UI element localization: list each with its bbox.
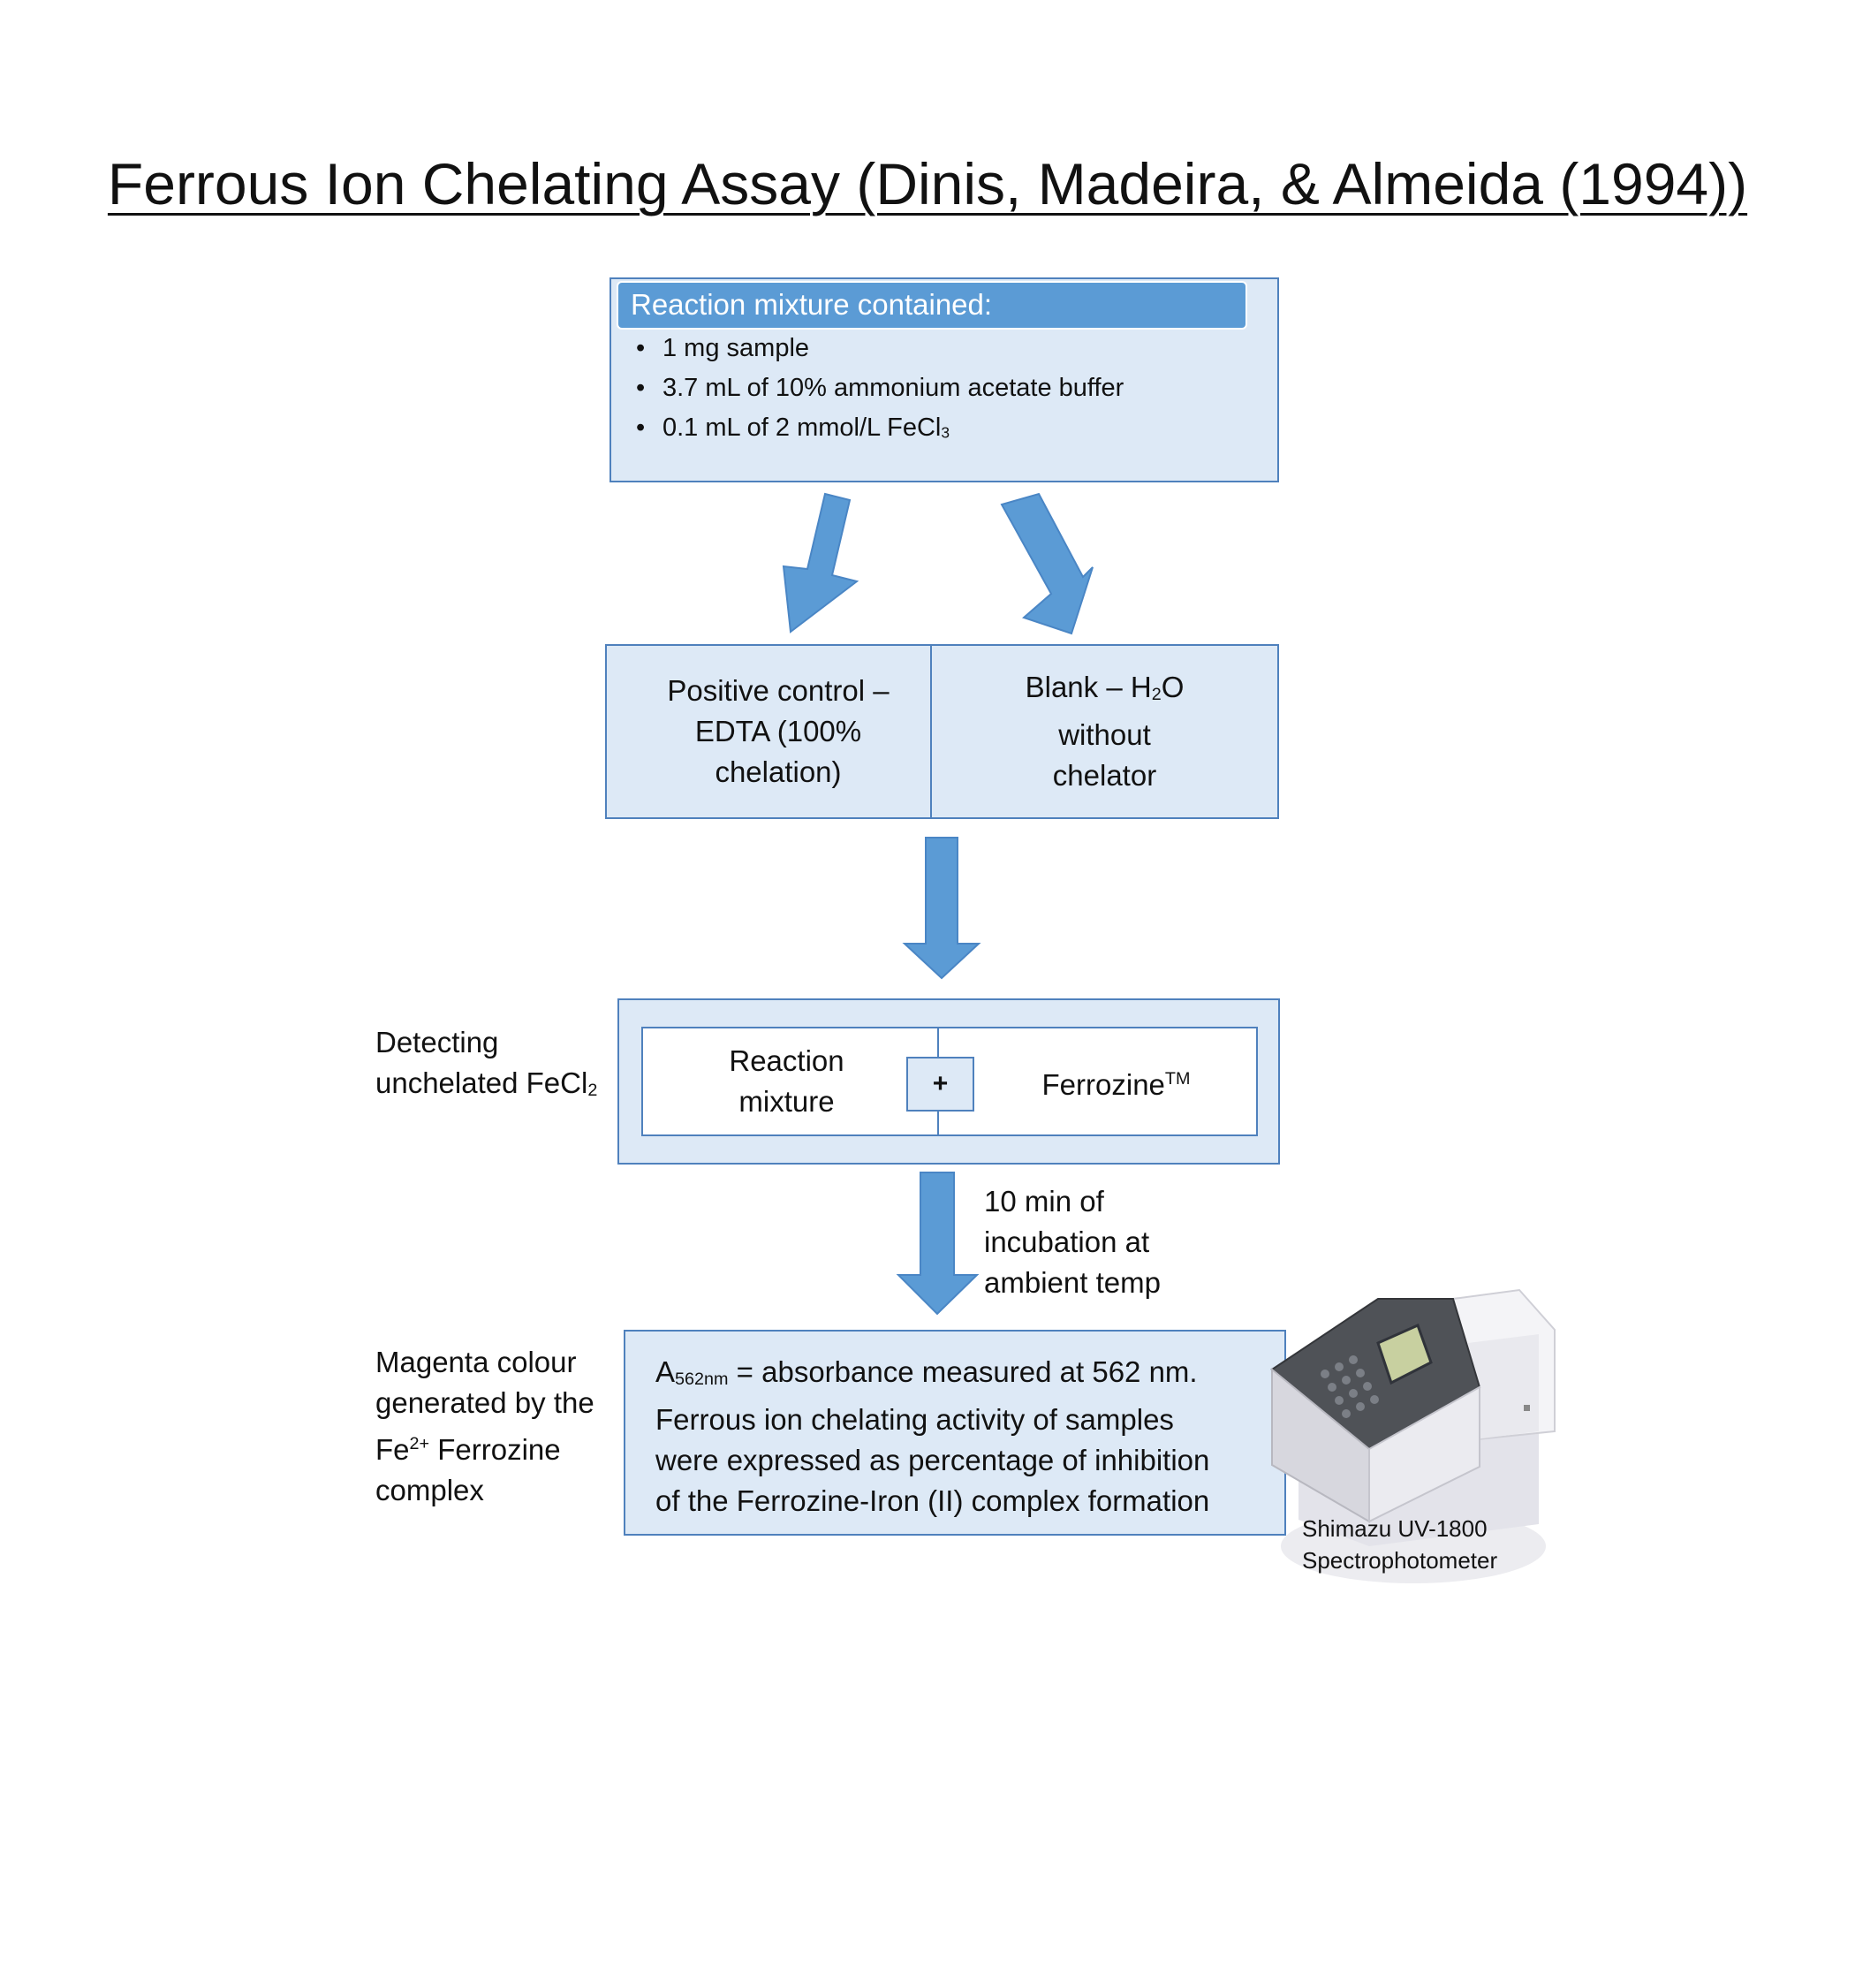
magenta-colour-label: Magenta colour generated by the Fe2+ Fer… bbox=[375, 1346, 594, 1506]
positive-control-box: Positive control – EDTA (100% chelation) bbox=[605, 644, 951, 819]
reaction-mixture-list: 1 mg sample 3.7 mL of 10% ammonium aceta… bbox=[632, 329, 1124, 448]
ferrozine-cell: FerrozineTM bbox=[1041, 1067, 1191, 1101]
spectrophotometer-caption: Shimazu UV-1800 Spectrophotometer bbox=[1302, 1515, 1498, 1574]
list-item: 0.1 mL of 2 mmol/L FeCl3 bbox=[632, 408, 1124, 448]
list-item: 1 mg sample bbox=[632, 329, 1124, 368]
absorbance-box bbox=[624, 1330, 1286, 1536]
detecting-label: Detecting unchelated FeCl2 bbox=[375, 1026, 598, 1100]
absorbance-text: A562nm = absorbance measured at 562 nm. … bbox=[655, 1355, 1210, 1517]
plus-sign-box: + bbox=[906, 1057, 974, 1112]
arrow-to-positive-control bbox=[782, 492, 859, 634]
page-title: Ferrous Ion Chelating Assay (Dinis, Made… bbox=[107, 151, 1748, 216]
arrow-to-detecting bbox=[902, 837, 981, 980]
incubation-label: 10 min of incubation at ambient temp bbox=[984, 1185, 1161, 1299]
reaction-mixture-cell: Reaction mixture bbox=[729, 1044, 844, 1118]
arrow-to-result bbox=[896, 1172, 980, 1316]
spectrophotometer-image bbox=[1270, 1288, 1556, 1583]
arrow-to-blank bbox=[1000, 492, 1094, 635]
blank-box: Blank – H2O without chelator bbox=[930, 644, 1279, 819]
list-item: 3.7 mL of 10% ammonium acetate buffer bbox=[632, 368, 1124, 408]
